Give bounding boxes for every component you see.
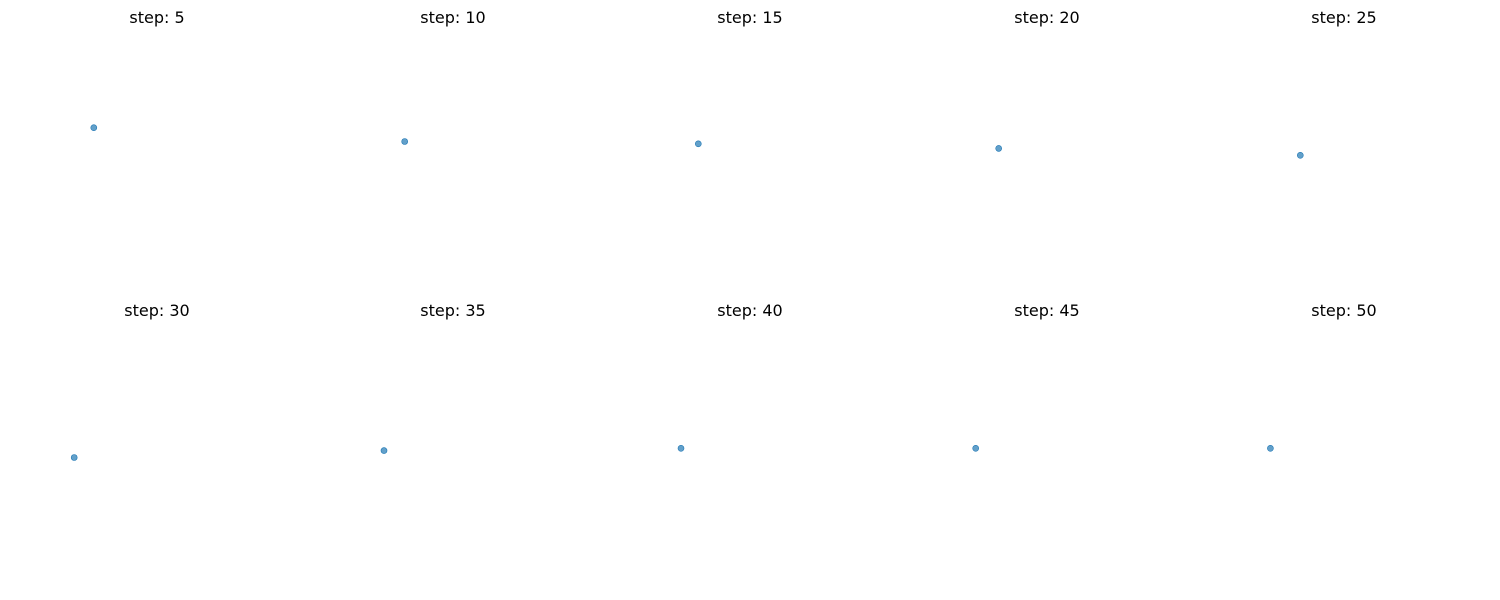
panel-title: step: 40 <box>717 301 782 320</box>
scatter-point <box>90 124 98 131</box>
panel-title: step: 50 <box>1311 301 1376 320</box>
panel-title: step: 10 <box>420 8 485 27</box>
panel-title: step: 5 <box>129 8 184 27</box>
panel-step-35: step: 35 <box>380 301 486 454</box>
panel-title: step: 15 <box>717 8 782 27</box>
scatter-point <box>380 447 388 454</box>
panel-step-5: step: 5 <box>90 8 185 131</box>
panel-step-40: step: 40 <box>677 301 783 452</box>
panel-step-45: step: 45 <box>972 301 1080 452</box>
panels-group: step: 5 step: 10 step: 15 step: 20 step: 25 s… <box>70 8 1377 461</box>
scatter-point <box>401 138 409 145</box>
scatter-point <box>1297 152 1304 159</box>
scatter-point <box>1267 444 1274 452</box>
panel-title: step: 20 <box>1014 8 1079 27</box>
panel-step-15: step: 15 <box>694 8 783 148</box>
panel-step-10: step: 10 <box>401 8 486 145</box>
panel-step-30: step: 30 <box>70 301 190 461</box>
panel-step-25: step: 25 <box>1297 8 1377 159</box>
scatter-point <box>70 454 78 461</box>
scatter-point <box>694 140 702 148</box>
panel-title: step: 45 <box>1014 301 1079 320</box>
panel-step-20: step: 20 <box>995 8 1080 152</box>
scatter-point <box>677 444 685 452</box>
panel-title: step: 25 <box>1311 8 1376 27</box>
scatter-point <box>972 444 980 452</box>
scatter-point <box>995 145 1003 152</box>
panel-step-50: step: 50 <box>1267 301 1377 452</box>
panel-title: step: 30 <box>124 301 189 320</box>
panel-title: step: 35 <box>420 301 485 320</box>
